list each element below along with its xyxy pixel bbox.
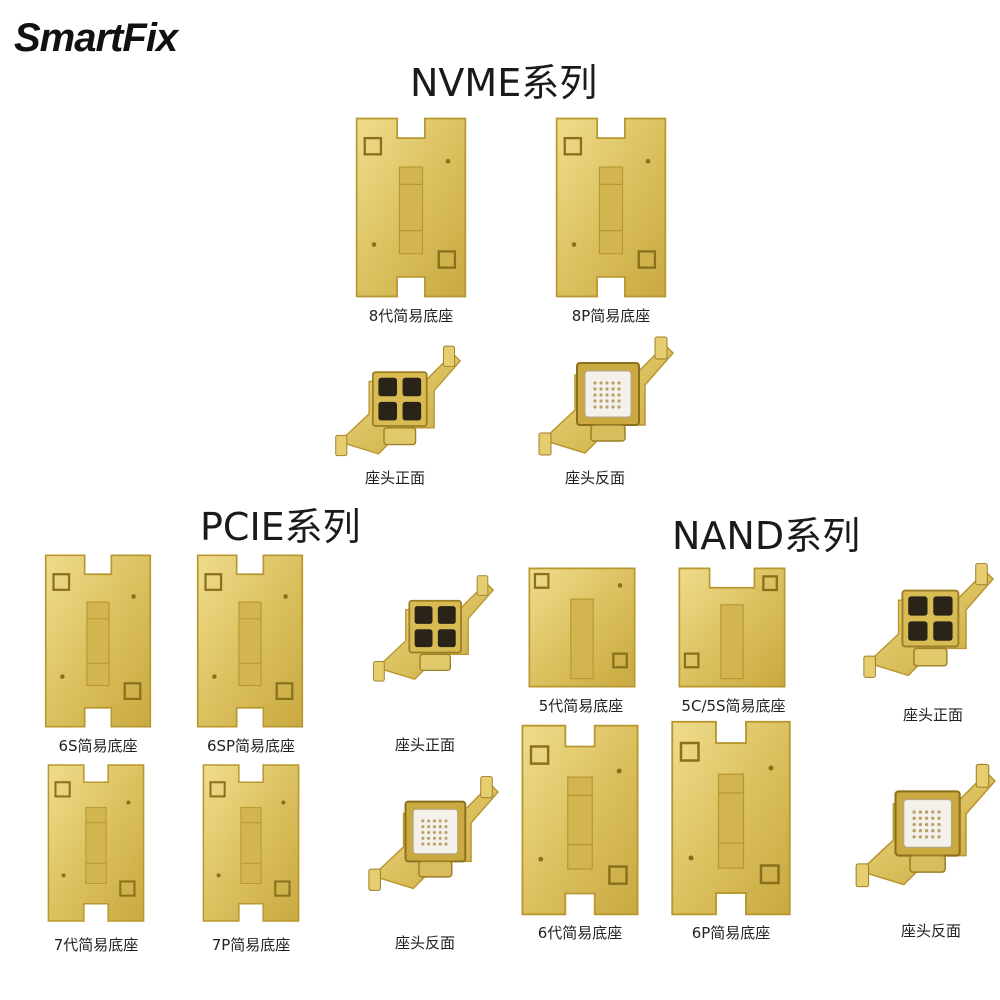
pcie-6sp-fixture-label: 6SP简易底座 bbox=[206, 737, 296, 755]
nand-6p-fixture-label: 6P简易底座 bbox=[691, 924, 771, 942]
nand-5-fixture-label: 5代简易底座 bbox=[538, 697, 624, 715]
pcie-7-fixture-plate-icon bbox=[35, 762, 157, 924]
pcie-socket-head-front-icon bbox=[370, 565, 495, 690]
nvme-section-title: NVME系列 bbox=[410, 61, 598, 105]
pcie-socket-head-front-label: 座头正面 bbox=[394, 736, 455, 754]
nand-section-title: NAND系列 bbox=[672, 514, 861, 558]
nand-socket-head-back-icon bbox=[852, 752, 997, 897]
pcie-6s-fixture-label: 6S简易底座 bbox=[58, 737, 138, 755]
nvme-8-fixture-label: 8代简易底座 bbox=[368, 307, 454, 325]
nvme-socket-head-back-label: 座头反面 bbox=[564, 469, 625, 487]
nand-6-fixture-label: 6代简易底座 bbox=[537, 924, 623, 942]
nvme-socket-head-back-icon bbox=[535, 325, 675, 465]
pcie-7-fixture-label: 7代简易底座 bbox=[53, 936, 139, 954]
nand-socket-head-back-label: 座头反面 bbox=[900, 922, 961, 940]
nvme-socket-head-front-icon bbox=[332, 335, 462, 465]
nand-socket-head-front-icon bbox=[860, 552, 995, 687]
pcie-section-title: PCIE系列 bbox=[200, 505, 361, 549]
nand-5c5s-fixture-label: 5C/5S简易底座 bbox=[681, 697, 786, 715]
pcie-7p-fixture-label: 7P简易底座 bbox=[211, 936, 291, 954]
nand-5c5s-fixture-plate-icon bbox=[676, 565, 788, 690]
nvme-8p-fixture-label: 8P简易底座 bbox=[571, 307, 651, 325]
nand-socket-head-front-label: 座头正面 bbox=[902, 706, 963, 724]
nand-6p-fixture-plate-icon bbox=[665, 718, 797, 918]
pcie-socket-head-back-icon bbox=[365, 765, 500, 900]
brand-logo: SmartFix bbox=[14, 16, 178, 60]
pcie-socket-head-back-label: 座头反面 bbox=[394, 934, 455, 952]
nvme-8p-fixture-plate-icon bbox=[546, 115, 676, 300]
nand-6-fixture-plate-icon bbox=[515, 722, 645, 918]
pcie-6s-fixture-plate-icon bbox=[38, 552, 158, 730]
pcie-6sp-fixture-plate-icon bbox=[190, 552, 310, 730]
nvme-8-fixture-plate-icon bbox=[346, 115, 476, 300]
pcie-7p-fixture-plate-icon bbox=[190, 762, 312, 924]
nand-5-fixture-plate-icon bbox=[526, 565, 638, 690]
nvme-socket-head-front-label: 座头正面 bbox=[364, 469, 425, 487]
